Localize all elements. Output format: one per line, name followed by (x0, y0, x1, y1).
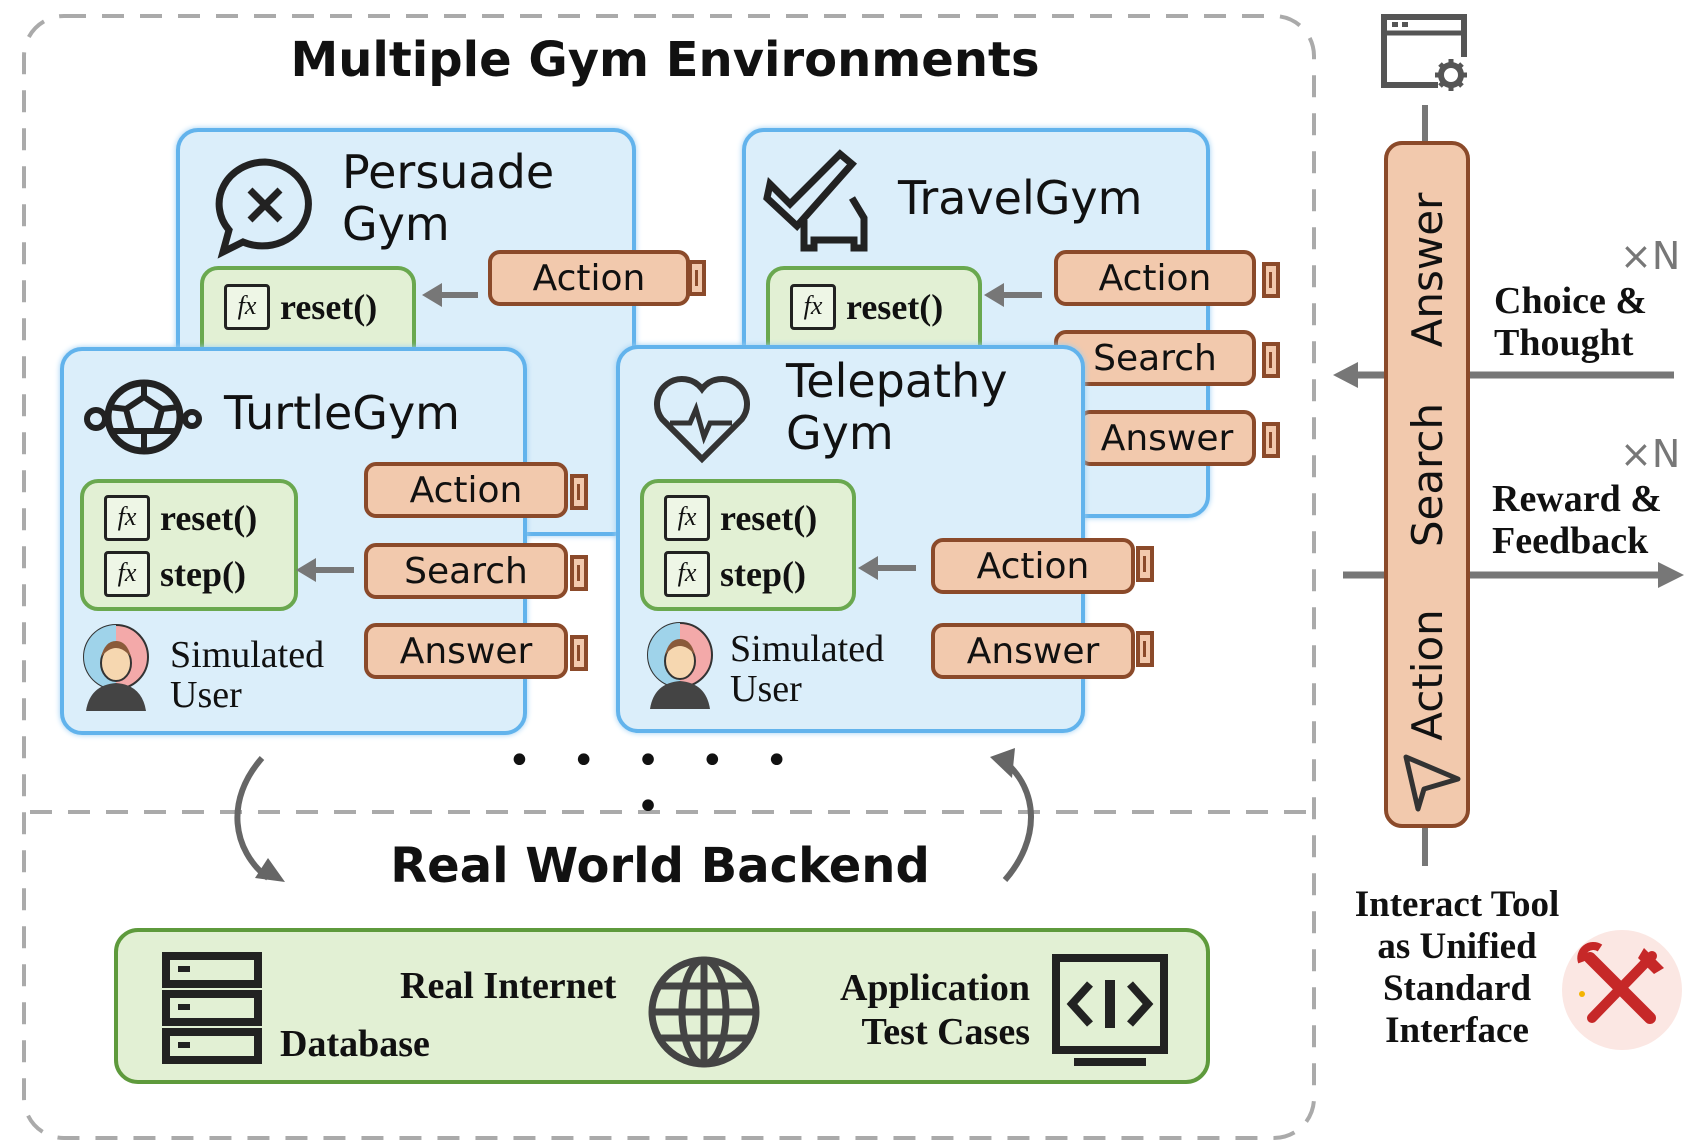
travel-gym-title: TravelGym (898, 171, 1143, 225)
turtle-search-tool[interactable]: Search (364, 543, 568, 599)
function-icon: fx (104, 551, 150, 597)
curved-arrow-down (234, 756, 270, 881)
plane-car-icon (763, 149, 868, 252)
telepathy-action-tool[interactable]: Action (931, 538, 1135, 594)
arrow-left (984, 283, 1042, 307)
choice-thought-label: Choice &Thought (1494, 280, 1648, 364)
plug-icon (570, 474, 588, 510)
plug-icon (1262, 262, 1280, 298)
turtle-gym-title: TurtleGym (224, 386, 460, 440)
simulated-user-icon (83, 624, 149, 711)
plug-icon (570, 635, 588, 671)
heartbeat-icon (654, 376, 750, 464)
settings-window-icon (1381, 14, 1467, 91)
database-label: Database (280, 1023, 430, 1065)
function-icon: fx (104, 495, 150, 541)
chat-x-icon (215, 158, 312, 259)
function-icon: fx (664, 551, 710, 597)
globe-icon (648, 956, 760, 1068)
bar-label-search: Search (1403, 402, 1452, 548)
plug-icon (688, 260, 706, 296)
plug-icon (1262, 422, 1280, 458)
tools-icon (1562, 930, 1682, 1050)
reward-feedback-label: Reward &Feedback (1492, 478, 1662, 562)
backend-title: Real World Backend (390, 838, 930, 894)
bar-label-action: Action (1403, 609, 1452, 741)
turtle-answer-tool[interactable]: Answer (364, 623, 568, 679)
simulated-user-icon (647, 622, 713, 709)
plug-icon (570, 555, 588, 591)
arrow-left (422, 283, 478, 307)
plug-icon (1136, 546, 1154, 582)
arrow-left (296, 558, 354, 582)
travel-answer-tool[interactable]: Answer (1078, 410, 1256, 466)
section-title: Multiple Gym Environments (290, 32, 1040, 88)
arrow-left (858, 556, 916, 580)
travel-action-tool[interactable]: Action (1054, 250, 1256, 306)
send-icon (1403, 754, 1461, 812)
function-icon: fx (790, 284, 836, 330)
plug-icon (1136, 631, 1154, 667)
more-environments-ellipsis: • • • • • • (507, 738, 803, 830)
code-monitor-icon (1052, 954, 1168, 1066)
turtle-icon (84, 379, 202, 455)
curved-arrow-up (1001, 757, 1034, 882)
database-icon (162, 952, 262, 1064)
reward-multiplier: ×N (1620, 432, 1681, 476)
function-icon: fx (664, 495, 710, 541)
choice-multiplier: ×N (1620, 234, 1681, 278)
unified-tool-bar[interactable]: Answer Search Action (1384, 141, 1470, 828)
telepathy-answer-tool[interactable]: Answer (931, 623, 1135, 679)
function-icon: fx (224, 284, 270, 330)
plug-icon (1262, 342, 1280, 378)
persuade-action-tool[interactable]: Action (488, 250, 690, 306)
turtle-action-tool[interactable]: Action (364, 462, 568, 518)
real-internet-label: Real Internet (400, 965, 617, 1007)
travel-search-tool[interactable]: Search (1054, 330, 1256, 386)
bar-label-answer: Answer (1403, 192, 1452, 348)
